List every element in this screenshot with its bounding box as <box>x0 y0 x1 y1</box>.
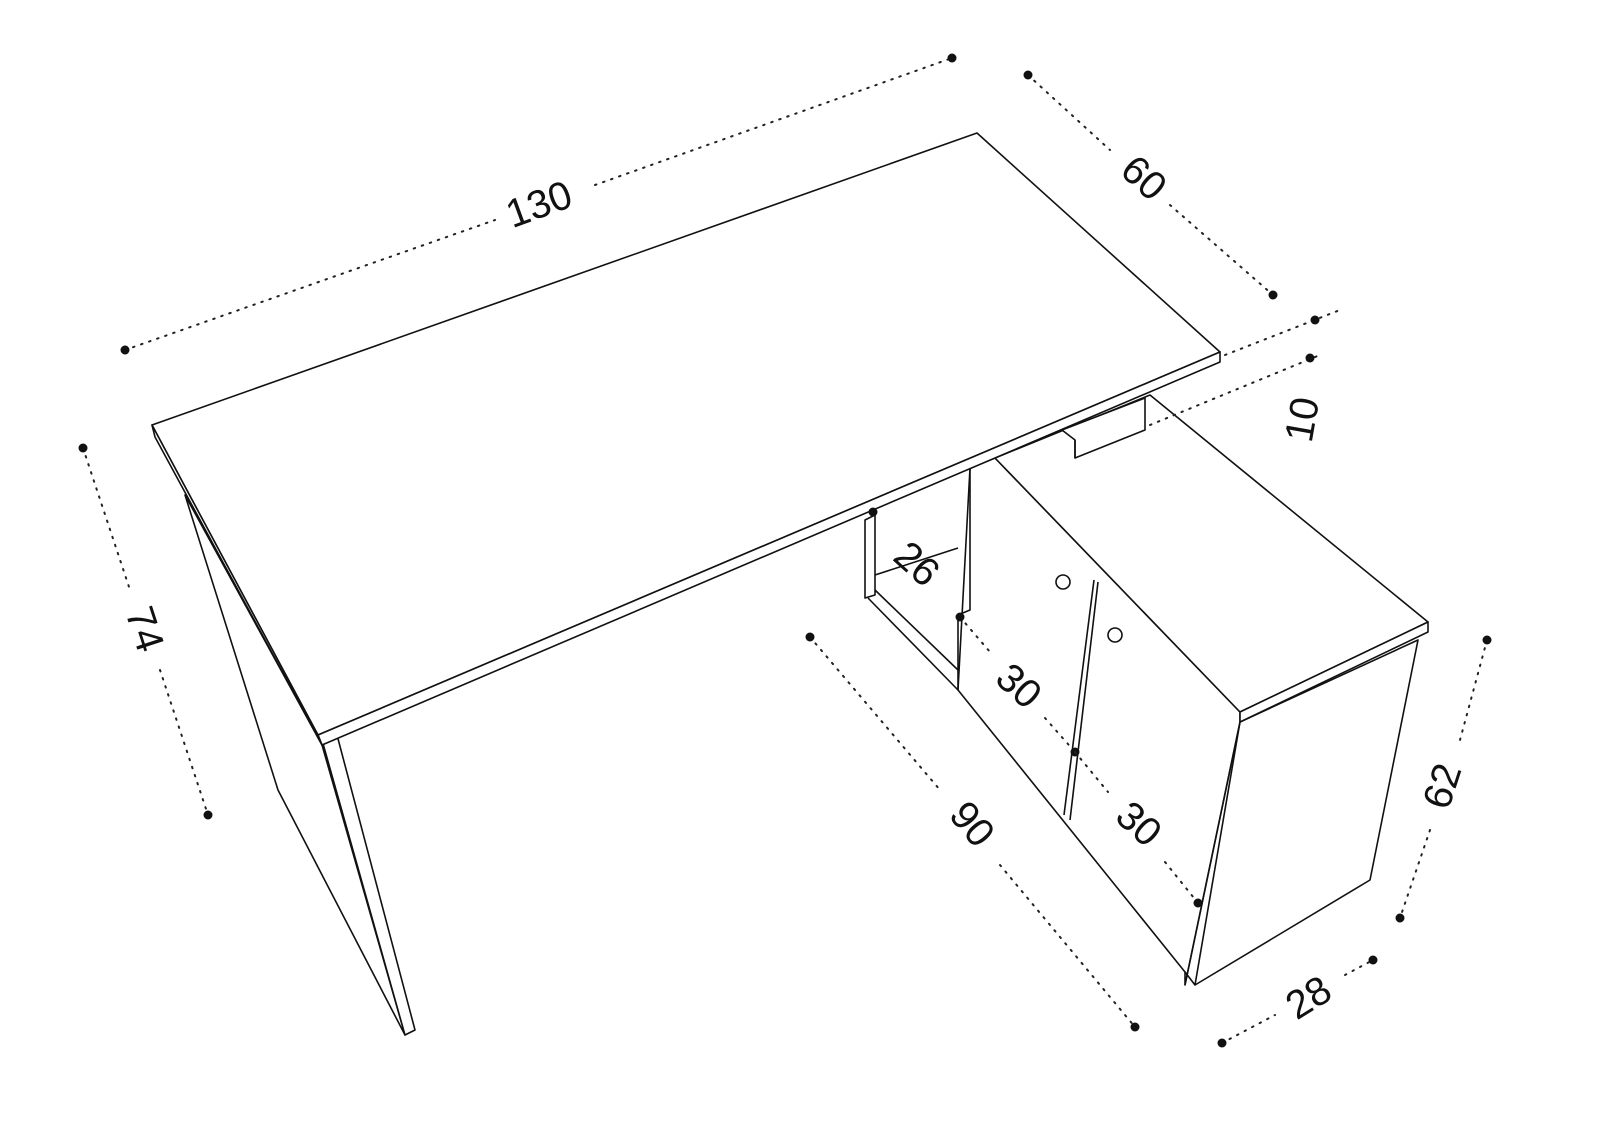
dimension-cabinet-depth: 28 <box>1217 955 1378 1048</box>
depth-label: 60 <box>1112 147 1175 209</box>
door-knob-right <box>1107 627 1123 643</box>
door-knob-left <box>1055 574 1071 590</box>
cabinet-length-label: 90 <box>941 793 1003 855</box>
dimension-top-thickness: 10 <box>1149 309 1341 445</box>
side-cabinet <box>864 394 1429 986</box>
top-thickness-label: 10 <box>1277 394 1328 445</box>
height-label: 74 <box>117 601 173 657</box>
desktop <box>151 132 1221 746</box>
width-label: 130 <box>500 173 578 237</box>
cabinet-height-label: 62 <box>1415 758 1471 814</box>
shelf-height-label: 26 <box>885 533 948 595</box>
cabinet-depth-label: 28 <box>1278 967 1339 1028</box>
dimension-shelf-height: 26 <box>868 507 948 595</box>
